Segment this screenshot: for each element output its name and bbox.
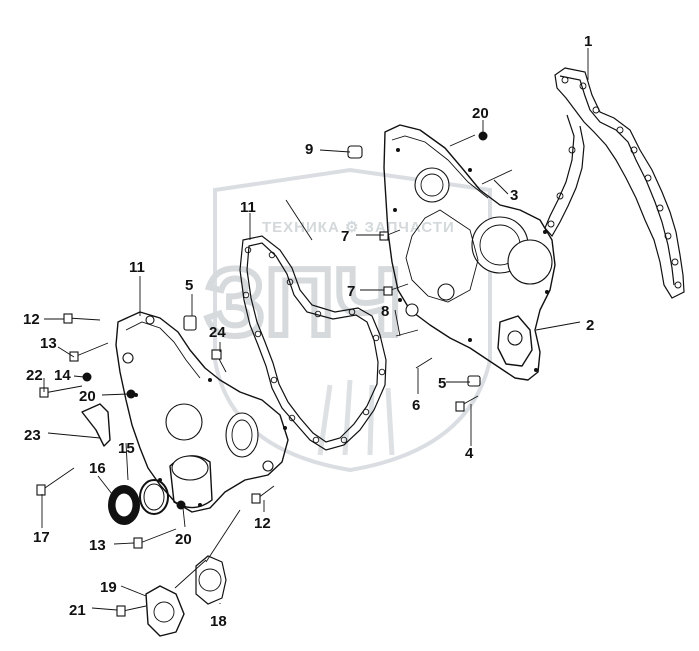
nut-2 [126, 389, 136, 399]
callout-8: 8 [381, 303, 389, 320]
cover-plate [145, 585, 185, 637]
crankshaft-oil-seal [108, 485, 140, 525]
callout-13-upper: 13 [40, 335, 57, 352]
callout-22: 22 [26, 367, 43, 384]
callout-2: 2 [586, 317, 594, 334]
callout-18: 18 [210, 613, 227, 630]
callout-20-top: 20 [472, 105, 489, 122]
plug [347, 145, 363, 159]
front-cover-gasket [239, 235, 387, 451]
callout-6: 6 [412, 397, 420, 414]
callout-5-right: 5 [438, 375, 446, 392]
callout-24: 24 [209, 324, 226, 341]
seal-ring [139, 479, 169, 515]
nut [478, 131, 488, 141]
leader-lines [41, 48, 589, 611]
callout-20-mid: 20 [79, 388, 96, 405]
small-bracket [81, 403, 111, 447]
callout-15: 15 [118, 440, 135, 457]
callout-13-lower: 13 [89, 537, 106, 554]
callout-9: 9 [305, 141, 313, 158]
watermark-caption: ТЕХНИКА ⚙ ЗАПЧАСТИ [262, 219, 455, 236]
timing-gear-housing [383, 124, 556, 381]
callout-labels: 1 2 3 4 5 5 6 7 7 8 9 11 11 12 12 13 13 … [23, 33, 594, 630]
callout-7-upper: 7 [341, 228, 349, 245]
watermark: ТЕХНИКА ⚙ ЗАПЧАСТИ ЗПЧ [202, 167, 492, 473]
nut-3 [176, 500, 186, 510]
callout-14: 14 [54, 367, 71, 384]
washer [82, 372, 92, 382]
callout-12-right: 12 [254, 515, 271, 532]
callout-16: 16 [89, 460, 106, 477]
rear-housing-gasket [544, 67, 685, 299]
callout-11-cover: 11 [129, 259, 145, 276]
callout-17: 17 [33, 529, 50, 546]
callout-23: 23 [24, 427, 41, 444]
cover-plate-gasket [195, 555, 227, 605]
callout-20-bottom: 20 [175, 531, 192, 548]
callout-1: 1 [584, 33, 592, 50]
callout-5-left: 5 [185, 277, 193, 294]
callout-21: 21 [69, 602, 86, 619]
front-timing-cover [115, 311, 289, 513]
watermark-logo: ЗПЧ [205, 249, 402, 356]
bolt-set [36, 169, 513, 617]
callout-4: 4 [465, 445, 474, 462]
dowel-sleeve-2 [467, 375, 481, 387]
watermark-wheat-icon [317, 379, 395, 456]
callout-7-lower: 7 [347, 283, 355, 300]
callout-12-left: 12 [23, 311, 40, 328]
callout-11-gasket: 11 [240, 199, 256, 216]
callout-19: 19 [100, 579, 117, 596]
dowel-sleeve [183, 315, 197, 331]
callout-3: 3 [510, 187, 518, 204]
